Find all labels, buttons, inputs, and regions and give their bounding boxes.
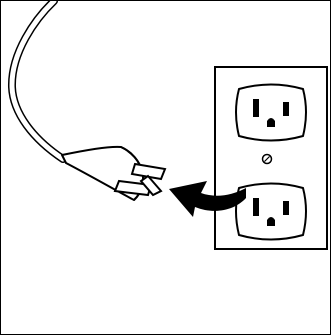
plug-icon (12, 1, 165, 200)
receptacle-lower-face (236, 184, 306, 240)
receptacle-upper-slot-left (253, 99, 259, 117)
receptacle-icon (236, 85, 306, 141)
receptacle-lower-slot-left (253, 198, 259, 216)
receptacle-icon (236, 184, 306, 240)
receptacle-lower-slot-right (283, 201, 289, 215)
receptacle-upper-face (236, 85, 306, 141)
receptacle-upper-slot-right (283, 102, 289, 116)
outlet-plate (215, 67, 327, 249)
screw-icon (263, 155, 272, 164)
